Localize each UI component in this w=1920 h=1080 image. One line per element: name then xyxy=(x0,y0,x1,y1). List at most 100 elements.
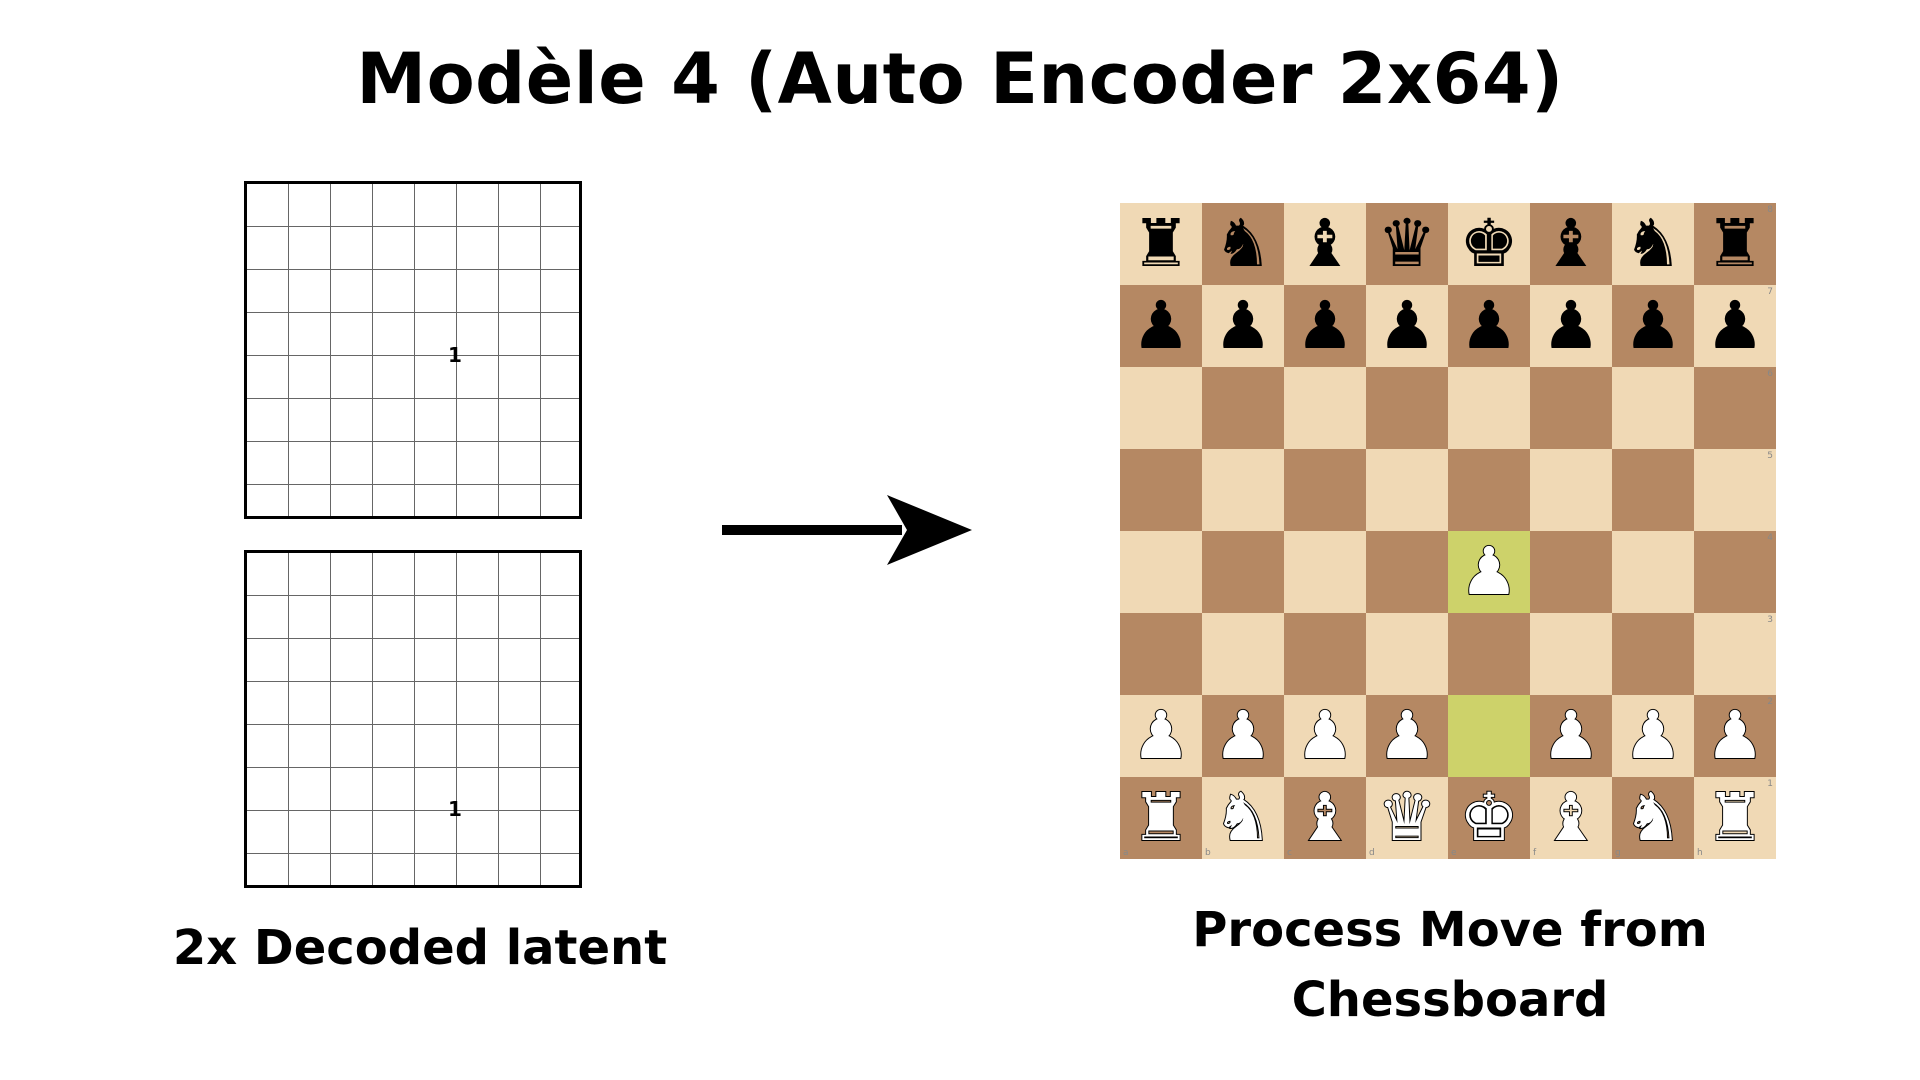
black-pawn-icon[interactable]: ♟ xyxy=(1213,287,1273,364)
square-c3[interactable] xyxy=(1284,613,1366,695)
square-c7[interactable]: ♟ xyxy=(1284,285,1366,367)
square-b3[interactable] xyxy=(1202,613,1284,695)
white-bishop-icon[interactable]: ♝ xyxy=(1540,779,1601,856)
white-pawn-icon[interactable]: ♟ xyxy=(1458,533,1519,610)
white-rook-icon[interactable]: ♜ xyxy=(1704,779,1765,856)
square-e3[interactable] xyxy=(1448,613,1530,695)
white-pawn-icon[interactable]: ♟ xyxy=(1540,697,1601,774)
square-g8[interactable]: ♞ xyxy=(1612,203,1694,285)
square-e7[interactable]: ♟ xyxy=(1448,285,1530,367)
square-g7[interactable]: ♟ xyxy=(1612,285,1694,367)
white-pawn-icon[interactable]: ♟ xyxy=(1294,697,1355,774)
square-c5[interactable] xyxy=(1284,449,1366,531)
white-pawn-icon[interactable]: ♟ xyxy=(1376,697,1437,774)
black-pawn-icon[interactable]: ♟ xyxy=(1623,287,1683,364)
white-king-icon[interactable]: ♚ xyxy=(1458,779,1519,856)
black-queen-icon[interactable]: ♛ xyxy=(1377,205,1437,282)
square-b5[interactable] xyxy=(1202,449,1284,531)
square-a6[interactable] xyxy=(1120,367,1202,449)
white-pawn-icon[interactable]: ♟ xyxy=(1704,697,1765,774)
square-f5[interactable] xyxy=(1530,449,1612,531)
black-bishop-icon[interactable]: ♝ xyxy=(1295,205,1355,282)
black-pawn-icon[interactable]: ♟ xyxy=(1459,287,1519,364)
white-rook-icon[interactable]: ♜ xyxy=(1130,779,1191,856)
square-d5[interactable] xyxy=(1366,449,1448,531)
square-c8[interactable]: ♝ xyxy=(1284,203,1366,285)
black-pawn-icon[interactable]: ♟ xyxy=(1131,287,1191,364)
white-pawn-icon[interactable]: ♟ xyxy=(1212,697,1273,774)
square-a4[interactable] xyxy=(1120,531,1202,613)
square-a5[interactable] xyxy=(1120,449,1202,531)
square-h5[interactable]: 5 xyxy=(1694,449,1776,531)
square-g3[interactable] xyxy=(1612,613,1694,695)
square-a3[interactable] xyxy=(1120,613,1202,695)
square-h4[interactable]: 4 xyxy=(1694,531,1776,613)
black-knight-icon[interactable]: ♞ xyxy=(1213,205,1273,282)
square-b4[interactable] xyxy=(1202,531,1284,613)
square-c2[interactable]: ♟ xyxy=(1284,695,1366,777)
square-a2[interactable]: ♟ xyxy=(1120,695,1202,777)
black-knight-icon[interactable]: ♞ xyxy=(1623,205,1683,282)
square-h8[interactable]: ♜8 xyxy=(1694,203,1776,285)
square-f7[interactable]: ♟ xyxy=(1530,285,1612,367)
black-king-icon[interactable]: ♚ xyxy=(1459,205,1519,282)
square-f1[interactable]: ♝f xyxy=(1530,777,1612,859)
square-e1[interactable]: ♚e xyxy=(1448,777,1530,859)
square-b8[interactable]: ♞ xyxy=(1202,203,1284,285)
square-f2[interactable]: ♟ xyxy=(1530,695,1612,777)
square-b7[interactable]: ♟ xyxy=(1202,285,1284,367)
square-b1[interactable]: ♞b xyxy=(1202,777,1284,859)
file-label: b xyxy=(1205,848,1211,858)
white-knight-icon[interactable]: ♞ xyxy=(1212,779,1273,856)
white-bishop-icon[interactable]: ♝ xyxy=(1294,779,1355,856)
square-g6[interactable] xyxy=(1612,367,1694,449)
black-pawn-icon[interactable]: ♟ xyxy=(1541,287,1601,364)
square-e4[interactable]: ♟ xyxy=(1448,531,1530,613)
square-h3[interactable]: 3 xyxy=(1694,613,1776,695)
square-f8[interactable]: ♝ xyxy=(1530,203,1612,285)
square-d8[interactable]: ♛ xyxy=(1366,203,1448,285)
square-f6[interactable] xyxy=(1530,367,1612,449)
white-pawn-icon[interactable]: ♟ xyxy=(1622,697,1683,774)
square-g4[interactable] xyxy=(1612,531,1694,613)
square-g2[interactable]: ♟ xyxy=(1612,695,1694,777)
square-d6[interactable] xyxy=(1366,367,1448,449)
white-pawn-icon[interactable]: ♟ xyxy=(1130,697,1191,774)
white-queen-icon[interactable]: ♛ xyxy=(1376,779,1437,856)
square-h6[interactable]: 6 xyxy=(1694,367,1776,449)
black-rook-icon[interactable]: ♜ xyxy=(1131,205,1191,282)
square-c6[interactable] xyxy=(1284,367,1366,449)
square-a8[interactable]: ♜ xyxy=(1120,203,1202,285)
square-d7[interactable]: ♟ xyxy=(1366,285,1448,367)
black-bishop-icon[interactable]: ♝ xyxy=(1541,205,1601,282)
square-b6[interactable] xyxy=(1202,367,1284,449)
square-d4[interactable] xyxy=(1366,531,1448,613)
square-b2[interactable]: ♟ xyxy=(1202,695,1284,777)
black-pawn-icon[interactable]: ♟ xyxy=(1295,287,1355,364)
square-h2[interactable]: ♟2 xyxy=(1694,695,1776,777)
square-d2[interactable]: ♟ xyxy=(1366,695,1448,777)
square-f4[interactable] xyxy=(1530,531,1612,613)
square-a7[interactable]: ♟ xyxy=(1120,285,1202,367)
black-pawn-icon[interactable]: ♟ xyxy=(1377,287,1437,364)
square-g1[interactable]: ♞g xyxy=(1612,777,1694,859)
square-e2[interactable] xyxy=(1448,695,1530,777)
square-e5[interactable] xyxy=(1448,449,1530,531)
square-a1[interactable]: ♜a xyxy=(1120,777,1202,859)
square-d1[interactable]: ♛d xyxy=(1366,777,1448,859)
diagram-title: Modèle 4 (Auto Encoder 2x64) xyxy=(356,38,1564,120)
square-e6[interactable] xyxy=(1448,367,1530,449)
square-c4[interactable] xyxy=(1284,531,1366,613)
black-pawn-icon[interactable]: ♟ xyxy=(1705,287,1765,364)
square-d3[interactable] xyxy=(1366,613,1448,695)
square-g5[interactable] xyxy=(1612,449,1694,531)
square-c1[interactable]: ♝c xyxy=(1284,777,1366,859)
square-f3[interactable] xyxy=(1530,613,1612,695)
square-h7[interactable]: ♟7 xyxy=(1694,285,1776,367)
white-knight-icon[interactable]: ♞ xyxy=(1622,779,1683,856)
rank-label: 3 xyxy=(1767,615,1773,625)
black-rook-icon[interactable]: ♜ xyxy=(1705,205,1765,282)
square-e8[interactable]: ♚ xyxy=(1448,203,1530,285)
